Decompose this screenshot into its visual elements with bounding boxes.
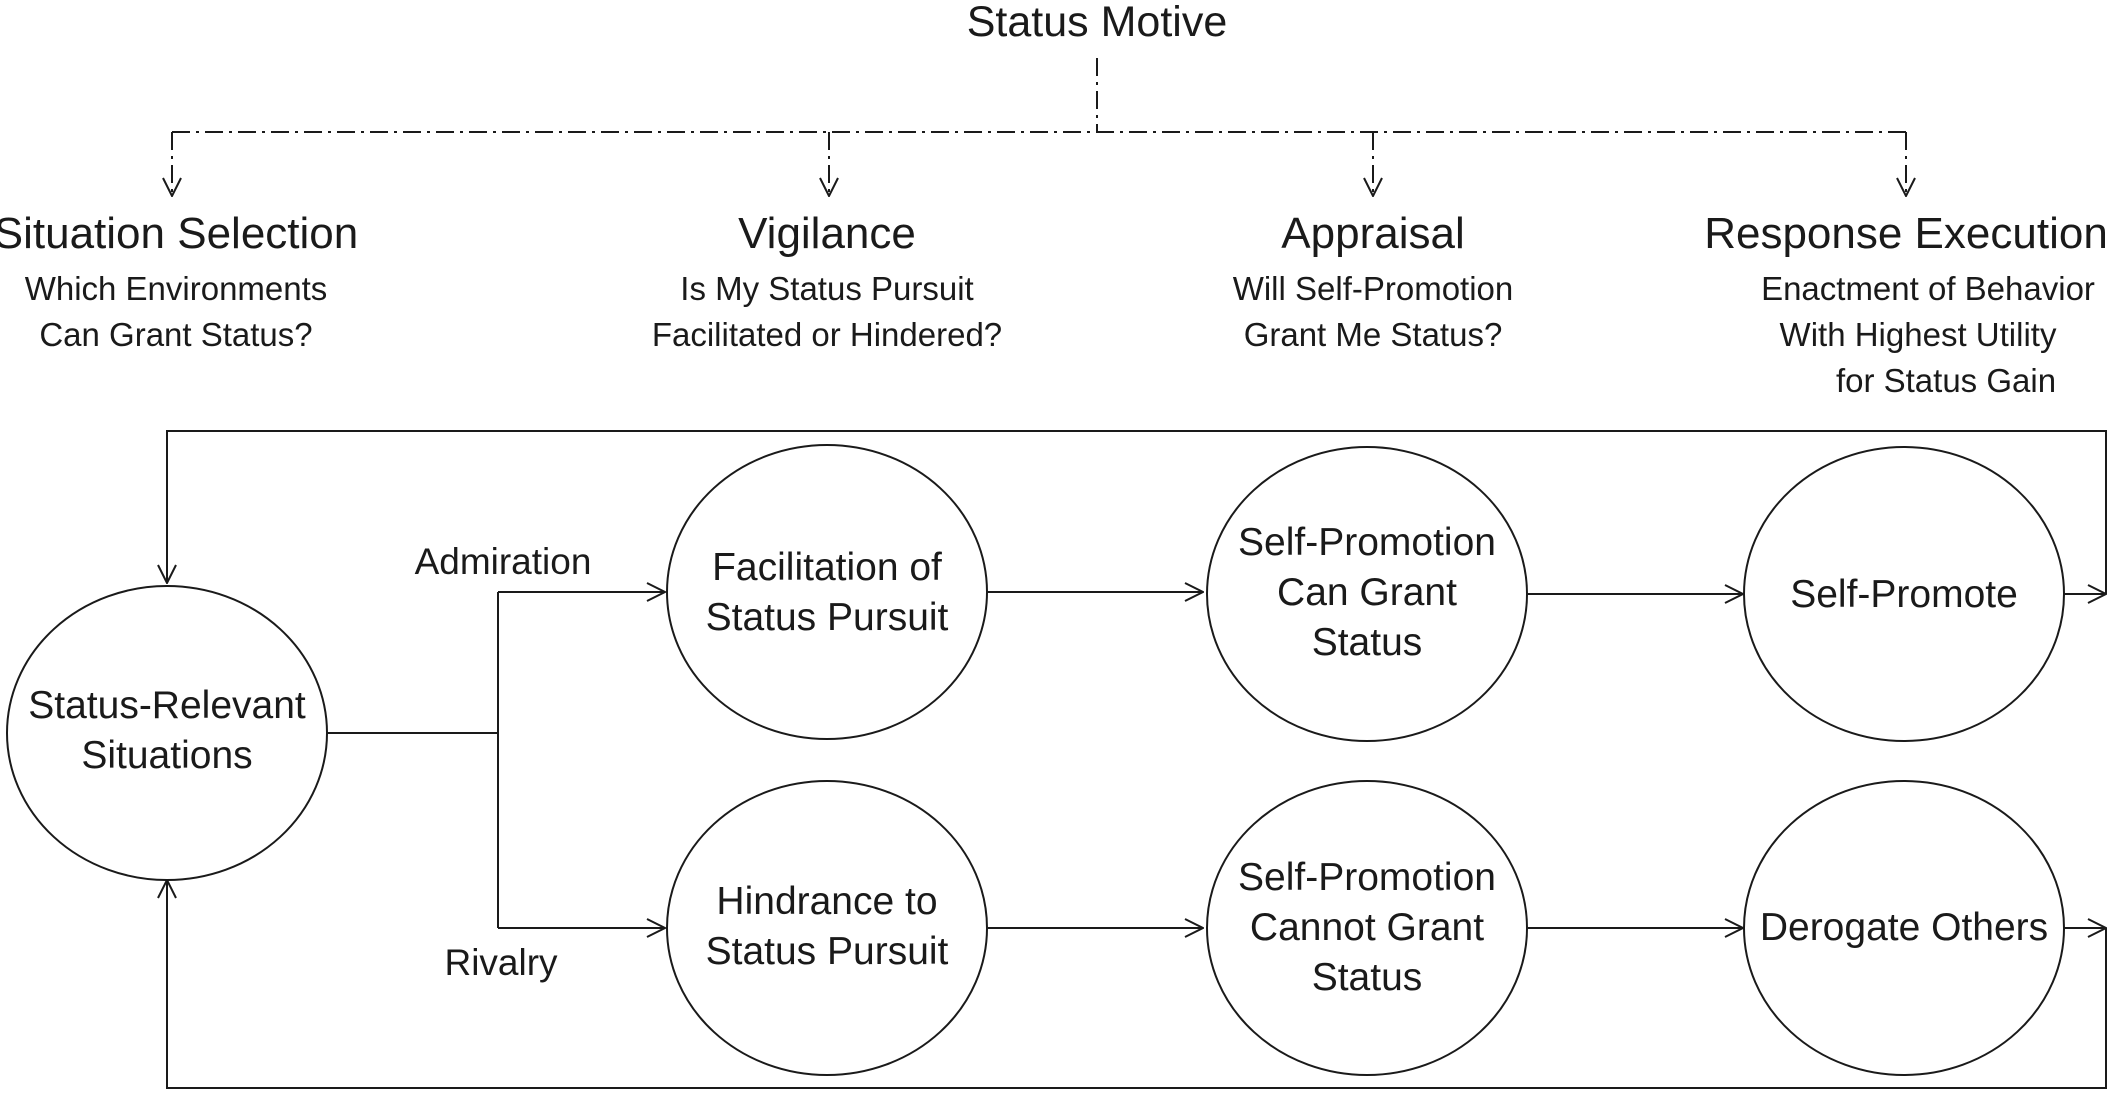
- node-status-relevant-situations: Status-Relevant Situations: [6, 585, 328, 881]
- top-feedback-loop: [167, 430, 2107, 594]
- node-cannot-grant: Self-Promotion Cannot Grant Status: [1206, 780, 1528, 1076]
- admiration-label: Admiration: [415, 541, 592, 582]
- node-label: Self-Promote: [1790, 573, 2018, 616]
- stage-line: Can Grant Status?: [39, 316, 312, 353]
- stage-vigilance: Vigilance Is My Status Pursuit Facilitat…: [652, 209, 1002, 353]
- stage-response-execution: Response Execution Enactment of Behavior…: [1704, 209, 2108, 399]
- node-ellipse: [1206, 780, 1528, 1076]
- stage-line: for Status Gain: [1836, 362, 2056, 399]
- diagram-title: Status Motive: [967, 0, 1228, 46]
- node-label: Status-Relevant: [28, 684, 306, 727]
- node-ellipse: [1743, 446, 2065, 742]
- node-ellipse: [1743, 780, 2065, 1076]
- node-derogate-others: Derogate Others: [1743, 780, 2065, 1076]
- node-label: Derogate Others: [1760, 906, 2048, 949]
- node-label: Can Grant: [1277, 571, 1457, 614]
- node-label: Situations: [81, 734, 252, 777]
- stage-title: Response Execution: [1704, 209, 2108, 258]
- node-self-promote: Self-Promote: [1743, 446, 2065, 742]
- node-label: Status Pursuit: [706, 930, 949, 973]
- stage-title: Vigilance: [738, 209, 916, 258]
- stage-line: Enactment of Behavior: [1761, 270, 2095, 307]
- motive-connector-tree: [172, 58, 1906, 196]
- stage-line: Is My Status Pursuit: [680, 270, 973, 307]
- node-label: Hindrance to: [716, 880, 937, 923]
- rivalry-label: Rivalry: [444, 942, 558, 983]
- node-ellipse: [666, 780, 988, 1076]
- node-ellipse: [1206, 446, 1528, 742]
- stage-title: Situation Selection: [0, 209, 358, 258]
- feedback-loops: [167, 430, 2107, 1089]
- stage-line: Will Self-Promotion: [1233, 270, 1514, 307]
- node-label: Self-Promotion: [1238, 856, 1496, 899]
- node-label: Status Pursuit: [706, 596, 949, 639]
- stage-title: Appraisal: [1281, 209, 1464, 258]
- stage-line: Grant Me Status?: [1244, 316, 1503, 353]
- stage-appraisal: Appraisal Will Self-Promotion Grant Me S…: [1233, 209, 1514, 353]
- node-ellipse: [6, 585, 328, 881]
- node-hindrance: Hindrance to Status Pursuit: [666, 780, 988, 1076]
- branch-connectors: [327, 592, 665, 928]
- bottom-feedback-loop: [167, 880, 2107, 1089]
- node-ellipse: [666, 444, 988, 740]
- node-label: Facilitation of: [712, 546, 942, 589]
- forward-arrows: [988, 592, 1743, 928]
- node-label: Status: [1312, 621, 1423, 664]
- node-label: Cannot Grant: [1250, 906, 1484, 949]
- node-facilitation: Facilitation of Status Pursuit: [666, 444, 988, 740]
- stage-situation-selection: Situation Selection Which Environments C…: [0, 209, 358, 353]
- stage-line: Which Environments: [25, 270, 328, 307]
- node-label: Status: [1312, 956, 1423, 999]
- stage-line: Facilitated or Hindered?: [652, 316, 1002, 353]
- node-can-grant: Self-Promotion Can Grant Status: [1206, 446, 1528, 742]
- node-label: Self-Promotion: [1238, 521, 1496, 564]
- stage-line: With Highest Utility: [1780, 316, 2057, 353]
